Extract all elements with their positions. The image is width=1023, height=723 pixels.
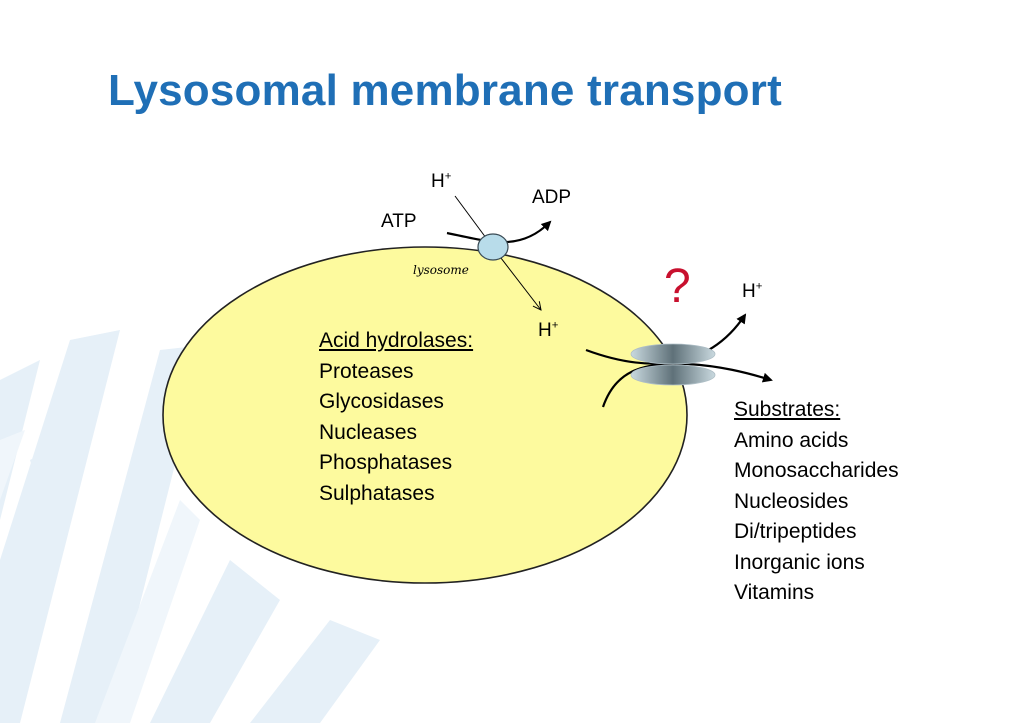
proton-label-top: H+ — [431, 170, 452, 192]
background-stripe — [30, 430, 90, 560]
proton-label-outside: H+ — [742, 280, 763, 302]
list-item: Phosphatases — [319, 451, 453, 474]
background-stripe — [250, 620, 380, 723]
adp-label: ADP — [532, 187, 572, 208]
atp-label: ATP — [381, 211, 417, 232]
lysosome-membrane — [162, 246, 688, 584]
list-item: Nucleases — [319, 420, 418, 444]
list-item: Nucleosides — [734, 489, 849, 513]
background-stripe — [95, 500, 200, 723]
unknown-transporter-mark: ? — [664, 260, 691, 313]
background-stripe — [150, 560, 280, 723]
list-item: Inorganic ions — [734, 550, 865, 574]
list-item: Sulphatases — [319, 481, 435, 505]
proton-path-arrow — [493, 248, 541, 310]
transporter-channel-lower — [630, 364, 716, 386]
list-item: Di/tripeptides — [734, 520, 857, 543]
transporter-channel-upper — [630, 343, 716, 365]
background-stripe — [0, 430, 25, 500]
page-title: Lysosomal membrane transport — [108, 66, 782, 115]
list-item: Monosaccharides — [734, 459, 899, 482]
proton-pump — [477, 233, 509, 261]
list-item: Glycosidases — [319, 390, 444, 413]
list-item: Proteases — [319, 359, 414, 383]
list-item: Vitamins — [734, 581, 815, 604]
lysosome-label: lysosome — [413, 263, 469, 277]
substrate-efflux-arrow — [601, 362, 773, 408]
proton-label-inside: H+ — [538, 319, 559, 341]
acid-hydrolases-heading: Acid hydrolases: — [319, 329, 474, 352]
substrates-heading: Substrates: — [734, 398, 841, 421]
substrates-list: Substrates: Amino acids Monosaccharides … — [734, 395, 899, 609]
list-item: Amino acids — [734, 428, 849, 452]
acid-hydrolases-list: Acid hydrolases: Proteases Glycosidases … — [319, 326, 473, 509]
